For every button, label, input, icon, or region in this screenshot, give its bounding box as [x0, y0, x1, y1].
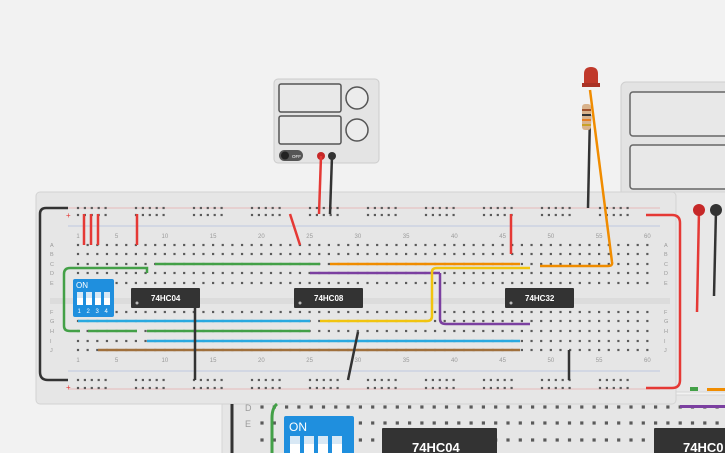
led[interactable] [582, 67, 600, 87]
power-black-wire[interactable] [328, 155, 334, 215]
column-number: 5 [115, 234, 119, 240]
row-letter: C [50, 262, 54, 268]
resistor[interactable] [582, 104, 591, 130]
column-number: 45 [499, 358, 506, 364]
column-number: 55 [596, 358, 603, 364]
row-letter: G [50, 319, 54, 325]
column-number: 15 [210, 358, 217, 364]
power-supply[interactable]: OFF [273, 78, 380, 164]
red-wire[interactable] [288, 213, 302, 246]
chip-74hc04[interactable]: 74HC04 [131, 288, 200, 308]
chip-label: 74HC04 [151, 294, 181, 303]
right-black-wire[interactable] [712, 209, 718, 297]
row-letter: J [50, 348, 53, 354]
column-number: 60 [644, 358, 651, 364]
column-number: 5 [115, 358, 119, 364]
second-power-supply[interactable] [620, 81, 725, 203]
row-letter: C [664, 262, 668, 268]
chip-74hc08[interactable]: 74HC08 [294, 288, 363, 308]
column-number: 35 [403, 358, 410, 364]
power-switch-label: OFF [292, 154, 301, 159]
row-letter: B [50, 252, 54, 258]
left-ground-wire[interactable] [38, 206, 68, 382]
column-number: 20 [258, 234, 265, 240]
second-dip-switch[interactable]: ON [284, 416, 354, 453]
column-number: 50 [548, 234, 555, 240]
second-board-row-e: E [245, 419, 251, 429]
row-letter: F [50, 310, 54, 316]
right-red-wire[interactable] [695, 209, 701, 313]
column-number: 1 [76, 358, 80, 364]
dip-switch-number: 3 [96, 309, 100, 315]
column-number: 15 [210, 234, 217, 240]
row-letter: H [50, 329, 54, 335]
column-number: 35 [403, 234, 410, 240]
second-chip-partial[interactable]: 74HC0 [654, 428, 725, 453]
chip-74hc32[interactable]: 74HC32 [505, 288, 574, 308]
row-letter: A [664, 243, 668, 249]
dip-switch-number: 2 [87, 309, 91, 315]
rail-plus-sign: + [66, 211, 71, 220]
right-positive-terminal[interactable] [693, 204, 705, 216]
chip-label: 74HC32 [525, 294, 555, 303]
row-letter: J [664, 348, 667, 354]
column-number: 30 [355, 234, 362, 240]
dip-switch-number: 1 [78, 309, 82, 315]
dip-switch-on-label: ON [76, 281, 88, 290]
green-wire[interactable] [62, 266, 149, 333]
row-letter: A [50, 243, 54, 249]
dip-switch-number: 4 [105, 309, 109, 315]
row-letter: I [50, 339, 52, 345]
right-power-wire[interactable] [646, 213, 682, 390]
row-letter: D [664, 271, 668, 277]
row-letter: I [664, 339, 666, 345]
column-number: 20 [258, 358, 265, 364]
row-letter: D [50, 271, 54, 277]
yellow-wire[interactable] [320, 266, 530, 323]
second-green-wire[interactable] [270, 402, 279, 453]
column-number: 25 [306, 234, 313, 240]
column-number: 55 [596, 234, 603, 240]
row-letter: F [664, 310, 668, 316]
column-number: 10 [162, 234, 169, 240]
chip-label: 74HC04 [412, 440, 460, 453]
chip-label: 74HC08 [314, 294, 344, 303]
column-number: 30 [355, 358, 362, 364]
row-letter: H [664, 329, 668, 335]
current-knob[interactable] [345, 118, 369, 142]
second-chip-74hc04[interactable]: 74HC04 [382, 428, 497, 453]
second-board-row-d: D [245, 403, 252, 413]
purple-wire[interactable] [438, 273, 530, 326]
power-red-wire[interactable] [317, 155, 323, 215]
column-number: 1 [76, 234, 80, 240]
column-number: 45 [499, 234, 506, 240]
row-letter: E [664, 281, 668, 287]
column-number: 10 [162, 358, 169, 364]
orange-wire[interactable] [540, 89, 614, 268]
voltage-knob[interactable] [345, 86, 369, 110]
rail-plus-sign-bottom: + [66, 383, 71, 392]
black-wire[interactable] [346, 331, 360, 381]
power-switch[interactable]: OFF [279, 150, 303, 161]
second-dip-switch-on-label: ON [289, 420, 307, 434]
column-number: 50 [548, 358, 555, 364]
column-number: 40 [451, 358, 458, 364]
column-number: 40 [451, 234, 458, 240]
wires[interactable] [38, 89, 725, 453]
row-letter: E [50, 281, 54, 287]
column-number: 60 [644, 234, 651, 240]
row-letter: G [664, 319, 668, 325]
row-letter: B [664, 252, 668, 258]
right-negative-terminal[interactable] [710, 204, 722, 216]
column-number: 25 [306, 358, 313, 364]
dip-switch[interactable]: ON 1 2 3 4 [73, 279, 114, 317]
led-black-wire[interactable] [586, 114, 592, 209]
chip-label: 74HC0 [683, 440, 723, 453]
